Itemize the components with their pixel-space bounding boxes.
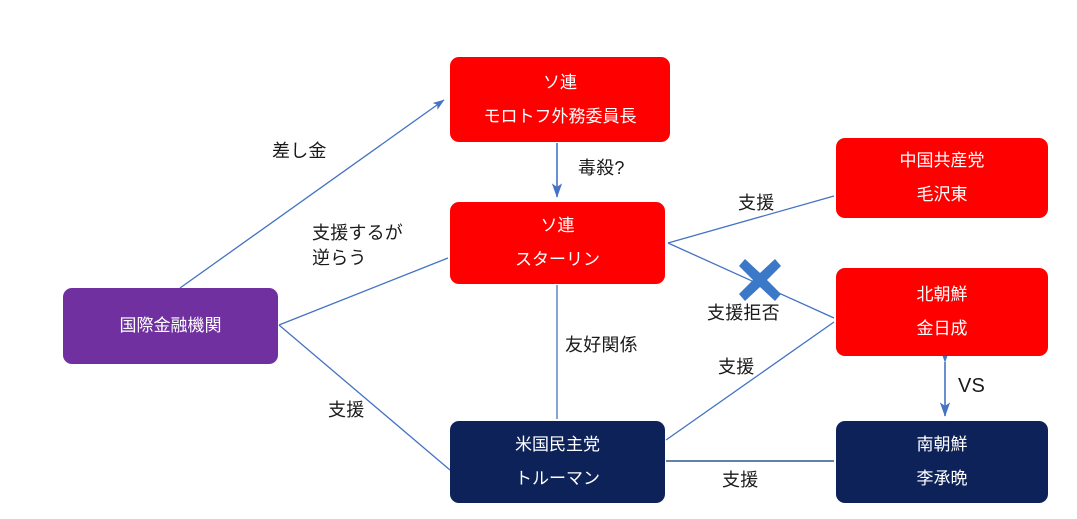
node-stalin[interactable]: ソ連 スターリン <box>450 202 665 284</box>
node-rhee-line1: 南朝鮮 <box>916 435 968 455</box>
node-kim-line1: 北朝鮮 <box>916 285 968 305</box>
node-stalin-line2: スターリン <box>515 250 600 269</box>
edge-label-shien-imf-truman: 支援 <box>328 400 365 420</box>
node-truman-line1: 米国民主党 <box>515 435 600 455</box>
edge-label-sashigane: 差し金 <box>272 141 327 161</box>
edge-label-shien-kim: 支援 <box>718 357 755 377</box>
x-mark-icon <box>739 259 781 301</box>
edge-label-shien-truman-rhee: 支援 <box>722 470 759 490</box>
node-imf[interactable]: 国際金融機関 <box>63 288 278 364</box>
edge-label-shien-mao: 支援 <box>738 193 775 213</box>
edge-truman-kim <box>665 321 835 441</box>
node-molotov-line2: モロトフ外務委員長 <box>483 106 637 126</box>
edge-label-shien-suruga: 支援するが <box>312 223 403 243</box>
node-kim[interactable]: 北朝鮮 金日成 <box>836 268 1048 356</box>
node-mao[interactable]: 中国共産党 毛沢東 <box>836 138 1048 218</box>
node-rhee-line2: 李承晩 <box>916 469 968 488</box>
edge-label-shien-kyohi: 支援拒否 <box>707 303 780 323</box>
node-mao-line1: 中国共産党 <box>899 151 985 171</box>
node-stalin-line1: ソ連 <box>540 216 575 236</box>
edge-label-vs: VS <box>958 375 986 397</box>
edge-label-yuko-kankei: 友好関係 <box>565 335 638 355</box>
node-truman[interactable]: 米国民主党 トルーマン <box>450 421 665 503</box>
node-molotov[interactable]: ソ連 モロトフ外務委員長 <box>450 57 670 142</box>
node-kim-line2: 金日成 <box>916 319 968 338</box>
node-mao-line2: 毛沢東 <box>916 185 968 204</box>
edge-imf-truman <box>278 324 451 471</box>
node-truman-line2: トルーマン <box>515 469 600 488</box>
node-rhee[interactable]: 南朝鮮 李承晩 <box>836 421 1048 503</box>
node-molotov-line1: ソ連 <box>543 72 577 92</box>
edge-label-sakarau: 逆らう <box>312 248 367 268</box>
node-imf-line1: 国際金融機関 <box>119 316 222 336</box>
edge-label-dokusatsu: 毒殺? <box>578 158 625 178</box>
